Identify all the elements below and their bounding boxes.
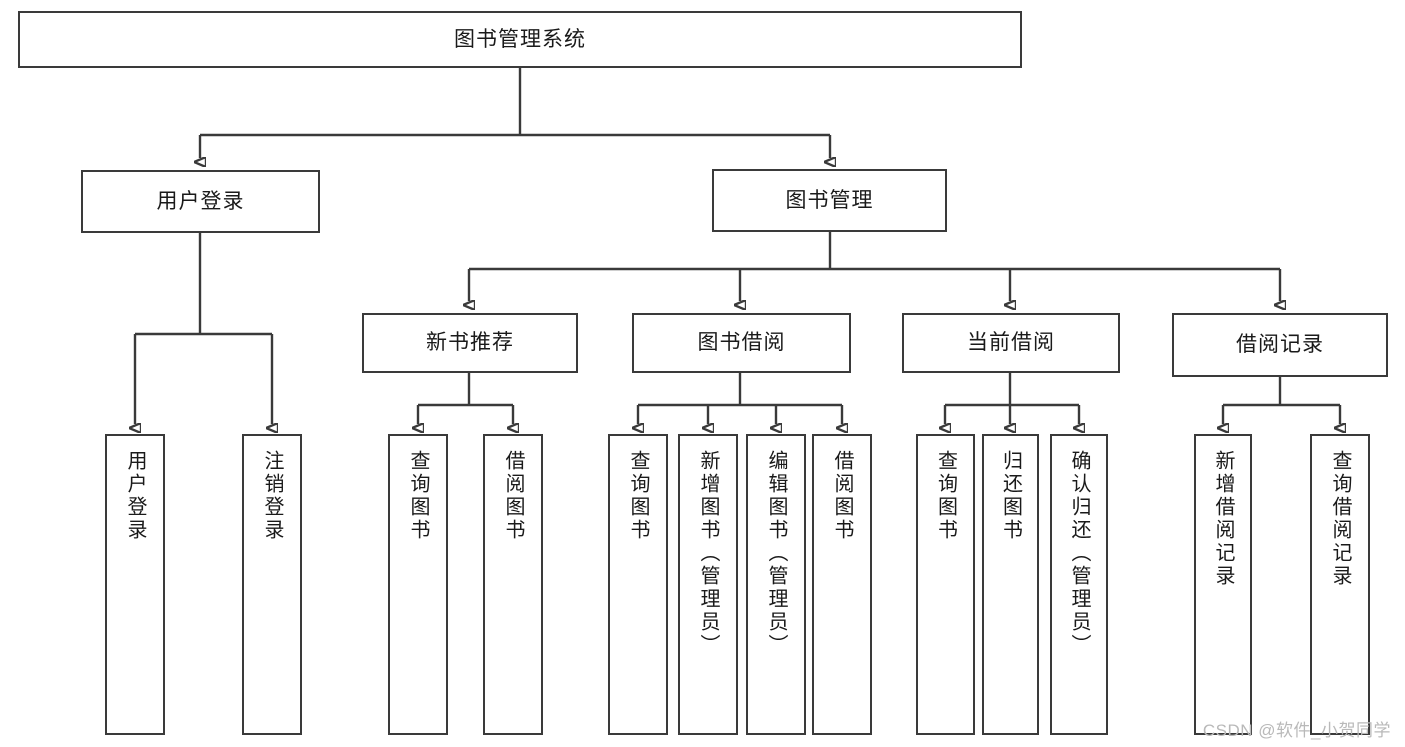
node-user-login[interactable]: 用户登录	[81, 170, 320, 233]
node-query-book-2[interactable]: 查询图书	[608, 434, 668, 735]
node-label: 当前借阅	[967, 331, 1055, 355]
node-label: 编辑图书（管理员）	[765, 450, 787, 657]
node-query-book-3[interactable]: 查询图书	[916, 434, 975, 735]
node-book-borrow[interactable]: 图书借阅	[632, 313, 851, 373]
node-label: 用户登录	[124, 450, 146, 542]
node-label: 借阅记录	[1236, 333, 1324, 357]
node-label: 新增图书（管理员）	[697, 450, 719, 657]
node-confirm-return-admin[interactable]: 确认归还（管理员）	[1050, 434, 1108, 735]
node-borrow-record[interactable]: 借阅记录	[1172, 313, 1388, 377]
node-label: 借阅图书	[831, 450, 853, 542]
node-current-borrow[interactable]: 当前借阅	[902, 313, 1120, 373]
node-return-book[interactable]: 归还图书	[982, 434, 1039, 735]
node-add-borrow-record[interactable]: 新增借阅记录	[1194, 434, 1252, 735]
node-borrow-book-1[interactable]: 借阅图书	[483, 434, 543, 735]
node-logout-leaf[interactable]: 注销登录	[242, 434, 302, 735]
node-new-book-recommend[interactable]: 新书推荐	[362, 313, 578, 373]
node-label: 查询借阅记录	[1329, 450, 1351, 588]
node-label: 图书管理	[785, 188, 874, 212]
node-label: 查询图书	[407, 450, 429, 542]
node-label: 图书借阅	[697, 331, 786, 355]
node-label: 注销登录	[261, 450, 283, 542]
node-label: 查询图书	[934, 450, 957, 542]
node-add-book-admin[interactable]: 新增图书（管理员）	[678, 434, 738, 735]
csdn-watermark: CSDN @软件_小贺同学	[1202, 721, 1391, 740]
node-query-book-1[interactable]: 查询图书	[388, 434, 448, 735]
node-label: 用户登录	[156, 189, 245, 213]
node-user-login-leaf[interactable]: 用户登录	[105, 434, 165, 735]
node-label: 归还图书	[999, 450, 1022, 542]
node-borrow-book-2[interactable]: 借阅图书	[812, 434, 872, 735]
node-query-borrow-record[interactable]: 查询借阅记录	[1310, 434, 1370, 735]
node-label: 图书管理系统	[454, 27, 586, 51]
node-label: 新书推荐	[426, 331, 514, 355]
node-label: 查询图书	[627, 450, 649, 542]
node-label: 借阅图书	[502, 450, 524, 542]
node-edit-book-admin[interactable]: 编辑图书（管理员）	[746, 434, 806, 735]
node-book-management-system[interactable]: 图书管理系统	[18, 11, 1022, 68]
node-label: 确认归还（管理员）	[1068, 450, 1090, 657]
node-label: 新增借阅记录	[1212, 450, 1234, 588]
node-book-manage[interactable]: 图书管理	[712, 169, 947, 232]
